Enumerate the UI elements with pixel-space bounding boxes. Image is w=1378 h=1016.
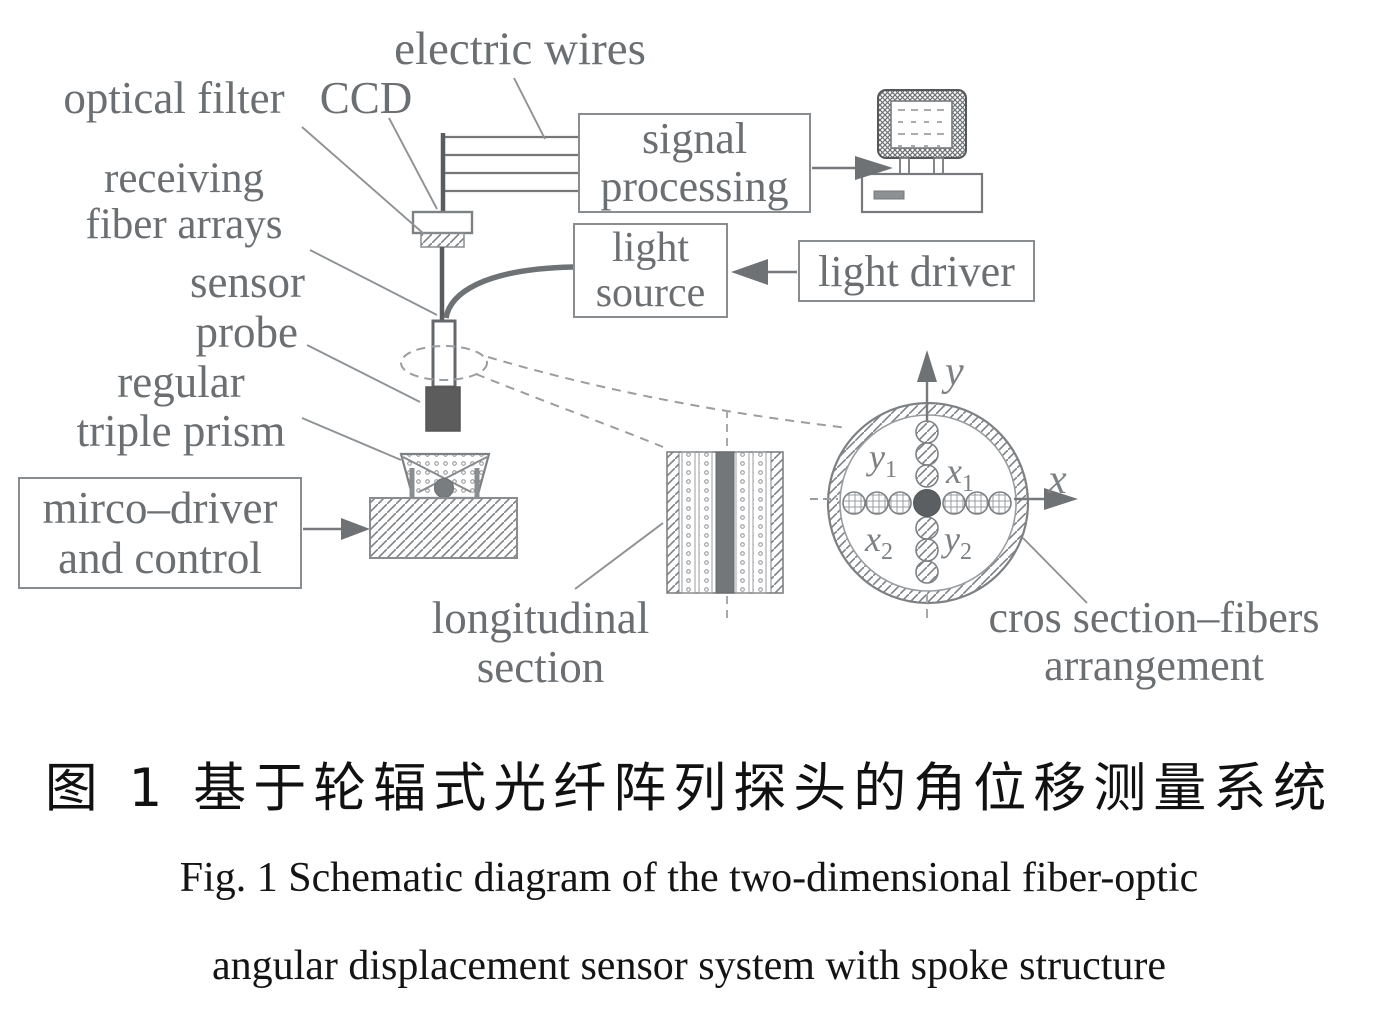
label-probe: probe: [195, 307, 298, 357]
fiber-label-x1: x1: [946, 451, 974, 498]
label-optical-filter: optical filter: [63, 73, 285, 123]
light-source-line1: light: [611, 224, 689, 271]
cross-section-drawing: [810, 350, 1078, 622]
label-longitudinal-section: longitudinal section: [408, 594, 673, 691]
label-regular-line2: triple prism: [76, 405, 286, 456]
label-longitudinal-line2: section: [476, 641, 605, 692]
label-electric-wires: electric wires: [394, 23, 646, 75]
micro-driver-line2: and control: [58, 533, 262, 583]
label-cross-line2: arrangement: [1044, 640, 1264, 690]
y-axis-label: y: [945, 349, 964, 395]
micro-driver-line1: mirco–driver: [42, 482, 278, 533]
signal-processing-box: signal processing: [578, 113, 811, 213]
magnify-cone-lower: [475, 373, 664, 448]
fiber-label-y1: y1: [869, 437, 897, 484]
light-source-line2: source: [595, 269, 706, 316]
rotation-dashed-ellipse: [400, 345, 488, 381]
triple-prism: [399, 452, 491, 500]
light-driver-box: light driver: [798, 240, 1035, 302]
fiber-label-y2: y2: [944, 519, 972, 566]
caption-chinese: 图 1 基于轮辐式光纤阵列探头的角位移测量系统: [44, 758, 1334, 819]
light-driver-label: light driver: [818, 246, 1015, 296]
moving-base-block: [369, 497, 518, 559]
caption-english-line1: Fig. 1 Schematic diagram of the two-dime…: [179, 855, 1199, 901]
label-regular-line1: regular: [117, 357, 245, 407]
leader-lines: [301, 77, 1088, 604]
fiber-label-x2: x2: [865, 519, 893, 566]
longitudinal-section-drawing: [666, 410, 784, 624]
label-sensor: sensor: [190, 257, 305, 307]
label-receiving-line1: receiving: [104, 155, 264, 202]
label-regular-triple-prism: regular triple prism: [56, 358, 306, 455]
micro-driver-box: mirco–driver and control: [18, 477, 302, 589]
caption-english-line2: angular displacement sensor system with …: [211, 943, 1167, 989]
label-cross-section-fibers: cros section–fibers arrangement: [938, 594, 1370, 689]
label-receiving-fiber-arrays: receiving fiber arrays: [58, 155, 310, 249]
light-source-box: light source: [573, 223, 728, 318]
x-axis-label: x: [1048, 457, 1067, 503]
receiving-fiber-curve: [443, 264, 574, 319]
label-ccd: CCD: [319, 73, 413, 123]
label-longitudinal-line1: longitudinal: [431, 593, 650, 643]
electric-wires-lines: [440, 133, 578, 213]
probe-tube: [431, 319, 457, 389]
label-cross-line1: cros section–fibers: [988, 593, 1320, 642]
signal-processing-line2: processing: [600, 162, 789, 211]
ccd-device: [411, 210, 474, 235]
signal-processing-line1: signal: [641, 114, 748, 164]
probe-tip: [425, 386, 461, 432]
optical-filter-device: [420, 232, 465, 248]
flow-arrows: [303, 156, 893, 540]
label-receiving-line2: fiber arrays: [85, 201, 283, 249]
computer-icon: [860, 89, 984, 214]
magnify-cone-upper: [487, 356, 849, 429]
